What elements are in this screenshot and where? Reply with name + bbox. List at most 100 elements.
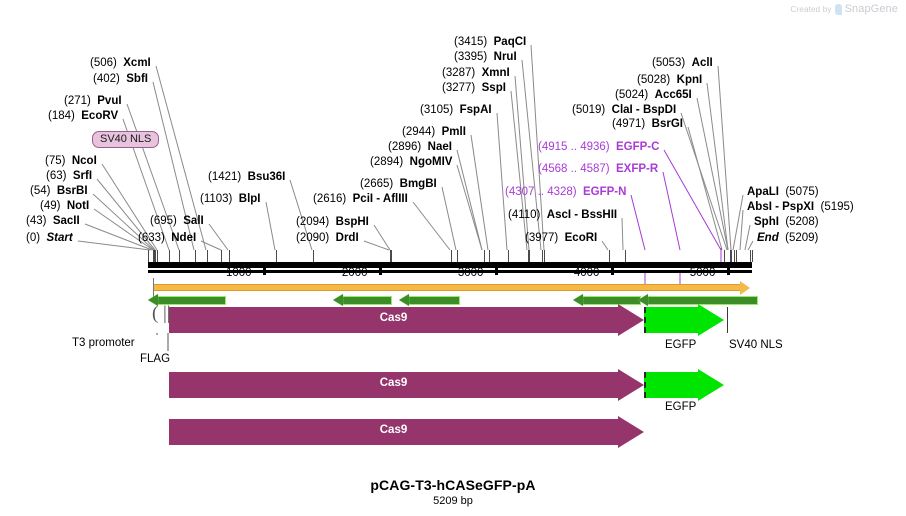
- leader-line: [530, 44, 545, 251]
- enzyme-label[interactable]: (633) NdeI: [138, 232, 196, 244]
- enzyme-position: (63): [46, 170, 73, 182]
- enzyme-position: (5053): [652, 57, 692, 69]
- leader-line: [126, 103, 180, 251]
- enzyme-label[interactable]: (402) SbfI: [93, 73, 148, 85]
- enzyme-label[interactable]: (5019) ClaI - BspDI: [572, 104, 676, 116]
- leader-line: [289, 179, 313, 251]
- ruler-tick-label: 3000: [457, 267, 484, 279]
- enzyme-label[interactable]: AbsI - PspXI (5195): [747, 201, 854, 213]
- enzyme-label[interactable]: (3287) XmnI: [442, 67, 510, 79]
- enzyme-label[interactable]: (75) NcoI: [45, 155, 97, 167]
- enzyme-label[interactable]: (2944) PmlI: [402, 126, 466, 138]
- enzyme-label[interactable]: (271) PvuI: [64, 95, 122, 107]
- enzyme-position: (5195): [820, 201, 854, 213]
- orange-feature-bar[interactable]: [153, 284, 740, 291]
- enzyme-label[interactable]: (2090) DrdI: [296, 232, 359, 244]
- primer-label[interactable]: (4307 .. 4328) EGFP-N: [505, 186, 626, 198]
- cut-site-tick: [194, 250, 196, 262]
- enzyme-label[interactable]: (2894) NgoMIV: [370, 156, 452, 168]
- primer-range: (4568 .. 4587): [538, 163, 616, 175]
- primer-label[interactable]: (4568 .. 4587) EXFP-R: [538, 163, 658, 175]
- ruler-tick-label: 2000: [341, 267, 368, 279]
- enzyme-position: (75): [45, 155, 72, 167]
- enzyme-label[interactable]: (3395) NruI: [454, 51, 517, 63]
- primer-arrow-reverse[interactable]: [148, 294, 226, 306]
- feature-bracket-flag[interactable]: ||: [163, 303, 171, 324]
- cut-site-tick: [483, 250, 485, 262]
- ruler-tick: [494, 266, 498, 275]
- leader-line: [152, 81, 195, 251]
- leader-line: [363, 240, 390, 251]
- enzyme-name: SalI: [183, 215, 204, 227]
- leader-line: [441, 186, 457, 251]
- enzyme-label[interactable]: (3977) EcoRI: [525, 232, 597, 244]
- enzyme-label[interactable]: (1103) BlpI: [200, 193, 261, 205]
- enzyme-label[interactable]: (2665) BmgBI: [360, 178, 437, 190]
- enzyme-label[interactable]: ApaLI (5075): [747, 186, 819, 198]
- enzyme-label[interactable]: (63) SrfI: [46, 170, 92, 182]
- enzyme-position: (5024): [615, 89, 655, 101]
- enzyme-name: XmnI: [481, 67, 510, 79]
- enzyme-position: (2944): [402, 126, 442, 138]
- leader-line: [514, 75, 530, 251]
- enzyme-label[interactable]: (0) Start: [26, 232, 73, 244]
- enzyme-label[interactable]: (5053) AclI: [652, 57, 713, 69]
- watermark-created-by-text: Created by: [790, 4, 832, 14]
- cut-site-tick: [169, 250, 171, 262]
- enzyme-label[interactable]: (49) NotI: [40, 200, 89, 212]
- cut-site-tick: [731, 250, 732, 262]
- cds-feature-cas9[interactable]: Cas9: [169, 304, 644, 336]
- enzyme-label[interactable]: (3105) FspAI: [420, 104, 492, 116]
- enzyme-label[interactable]: (1421) Bsu36I: [208, 171, 285, 183]
- enzyme-name: KpnI: [676, 74, 703, 86]
- enzyme-label[interactable]: (4971) BsrGI: [612, 118, 683, 130]
- enzyme-label[interactable]: SphI (5208): [754, 216, 819, 228]
- leader-line: [93, 208, 154, 251]
- enzyme-label[interactable]: (2616) PciI - AflIII: [313, 193, 408, 205]
- feature-marker-sv40-nls[interactable]: [727, 307, 728, 333]
- enzyme-name: PaqCI: [493, 36, 527, 48]
- cds-feature-cas9[interactable]: Cas9: [169, 369, 644, 401]
- enzyme-position: (0): [26, 232, 47, 244]
- enzyme-label[interactable]: End (5209): [757, 232, 818, 244]
- leader-line: [96, 178, 156, 251]
- ruler-tick: [378, 266, 382, 275]
- enzyme-position: (2896): [388, 141, 428, 153]
- cut-site-tick: [153, 250, 155, 262]
- cut-site-tick: [312, 250, 314, 262]
- cds-feature-cas9[interactable]: Cas9: [169, 416, 644, 448]
- enzyme-label[interactable]: (695) SalI: [150, 215, 204, 227]
- enzyme-name: NcoI: [71, 155, 97, 167]
- cut-site-tick: [736, 250, 738, 262]
- leader-line: [208, 223, 229, 251]
- enzyme-position: (2894): [370, 156, 410, 168]
- enzyme-label[interactable]: (3415) PaqCI: [454, 36, 526, 48]
- enzyme-position: (4971): [612, 118, 652, 130]
- enzyme-label[interactable]: (4110) AscI - BssHII: [508, 209, 617, 221]
- enzyme-label[interactable]: (2896) NaeI: [388, 141, 452, 153]
- enzyme-label[interactable]: (184) EcoRV: [48, 110, 118, 122]
- enzyme-label[interactable]: (5028) KpnI: [637, 74, 702, 86]
- cut-site-tick: [206, 250, 208, 262]
- enzyme-position: (1103): [200, 193, 239, 205]
- feature-badge-sv40-nls[interactable]: SV40 NLS: [92, 131, 160, 148]
- snapgene-watermark: Created by SnapGene: [790, 3, 898, 15]
- cds-arrowhead: [698, 369, 724, 401]
- enzyme-label[interactable]: (5024) Acc65I: [615, 89, 692, 101]
- cut-site-tick: [155, 250, 157, 262]
- ruler-tick-label: 5000: [689, 267, 716, 279]
- cds-feature-egfp[interactable]: [644, 369, 724, 401]
- primer-arrow-reverse[interactable]: [399, 294, 460, 306]
- enzyme-label[interactable]: (54) BsrBI: [30, 185, 88, 197]
- enzyme-label[interactable]: (2094) BspHI: [296, 216, 369, 228]
- enzyme-label[interactable]: (43) SacII: [26, 215, 80, 227]
- cds-feature-egfp[interactable]: [644, 304, 724, 336]
- enzyme-label[interactable]: (506) XcmI: [90, 57, 151, 69]
- primer-label[interactable]: (4915 .. 4936) EGFP-C: [538, 141, 659, 153]
- ruler-tick-label: 1000: [225, 267, 252, 279]
- feature-bracket-t3-promoter[interactable]: (: [152, 303, 159, 324]
- enzyme-label[interactable]: (3277) SspI: [442, 82, 506, 94]
- primer-arrow-reverse[interactable]: [333, 294, 392, 306]
- cut-site-tick: [457, 250, 458, 262]
